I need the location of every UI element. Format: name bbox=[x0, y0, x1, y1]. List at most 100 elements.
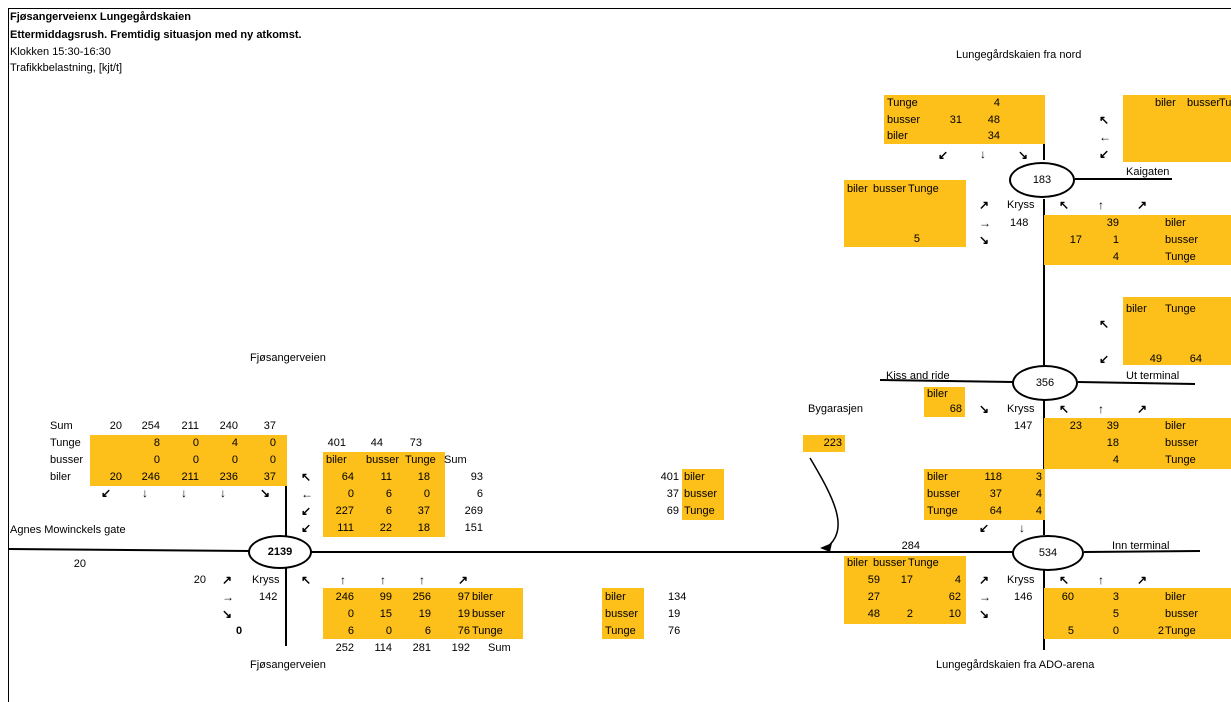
arrow-right-icon: → bbox=[222, 590, 234, 604]
j2139-sum-4: 240 bbox=[219, 420, 238, 432]
j2139-busser-2: 0 bbox=[192, 454, 199, 466]
mid-s1-label: biler bbox=[605, 591, 626, 603]
j183-nw-busser-label: busser bbox=[887, 114, 921, 126]
arrow-se-icon: ↘ bbox=[222, 607, 233, 621]
j534-se-r1-a: 60 bbox=[1061, 591, 1074, 603]
j534-ne-r1-b: 3 bbox=[1035, 471, 1042, 483]
j2139-sum-label: Sum bbox=[50, 420, 73, 432]
j183-w-box bbox=[844, 180, 966, 247]
j2139-s-r1-label: biler bbox=[472, 591, 493, 603]
j2139-e-r4-biler: 111 bbox=[337, 522, 354, 534]
street-bygarasjen: Bygarasjen bbox=[808, 403, 864, 415]
j2139-s-r2-label: busser bbox=[472, 608, 506, 620]
j356-kiss-biler-label: biler bbox=[927, 388, 948, 400]
mid-s3-label: Tunge bbox=[605, 625, 636, 637]
j534-ne-box bbox=[924, 469, 1045, 520]
j2139-e-r3-tunge: 37 bbox=[417, 505, 430, 517]
j183-se-busser-b: 1 bbox=[1112, 234, 1119, 246]
j183-se-busser-label: busser bbox=[1165, 234, 1199, 246]
j534-sw-r2-a: 27 bbox=[867, 591, 880, 603]
arrow-up-icon: ↑ bbox=[419, 573, 425, 587]
j534-sw-r1-b: 17 bbox=[900, 574, 913, 586]
j183-ne-busser-label: busser bbox=[1187, 97, 1221, 109]
j2139-busser-1: 0 bbox=[153, 454, 160, 466]
j534-se-r3-b: 0 bbox=[1112, 625, 1119, 637]
street-lungegardskaien-nord: Lungegårdskaien fra nord bbox=[956, 49, 1082, 61]
arrow-ne-icon: ↗ bbox=[1137, 573, 1148, 587]
j2139-s-r1-2: 99 bbox=[379, 591, 392, 603]
j2139-s-r1-4: 97 bbox=[457, 591, 470, 603]
mid-r2-val: 37 bbox=[666, 488, 679, 500]
j534-sw-box bbox=[844, 556, 966, 624]
mid-s2-label: busser bbox=[605, 608, 639, 620]
node-356: 356 bbox=[1012, 365, 1078, 401]
j2139-s-sum-1: 252 bbox=[335, 642, 354, 654]
j2139-e-top-2: 44 bbox=[370, 437, 383, 449]
j2139-e-r2-tunge: 0 bbox=[423, 488, 430, 500]
arrow-nw-icon: ↖ bbox=[301, 470, 312, 484]
j2139-biler-label: biler bbox=[50, 471, 71, 483]
j534-se-r1-label: biler bbox=[1165, 591, 1186, 603]
j183-w-tunge-label: Tunge bbox=[908, 183, 939, 195]
street-fjosangerveien-sor: Fjøsangerveien bbox=[250, 659, 326, 671]
bygarasjen-arrowhead bbox=[820, 543, 832, 552]
j356-se-busser-val: 18 bbox=[1106, 437, 1119, 449]
j2139-e-sum-label: Sum bbox=[444, 454, 467, 466]
j2139-e-box bbox=[323, 452, 445, 537]
arrow-sw-icon: ↙ bbox=[1099, 352, 1110, 366]
road-kiss bbox=[879, 379, 1014, 383]
frame-left-border bbox=[8, 8, 9, 702]
arrow-up-icon: ↑ bbox=[340, 573, 346, 587]
j2139-s-sum-2: 114 bbox=[374, 642, 392, 654]
street-fjosangerveien-nord: Fjøsangerveien bbox=[250, 352, 326, 364]
j356-se-a-val: 23 bbox=[1069, 420, 1082, 432]
j356-ne-tunge-val: 64 bbox=[1189, 353, 1202, 365]
j534-kryss-label: Kryss bbox=[1007, 574, 1035, 586]
j2139-s-r3-3: 6 bbox=[424, 625, 431, 637]
arrow-se-icon: ↘ bbox=[979, 402, 990, 416]
j2139-e-busser-label: busser bbox=[366, 454, 400, 466]
j356-ne-biler-val: 49 bbox=[1149, 353, 1162, 365]
j534-se-r2-b: 5 bbox=[1112, 608, 1119, 620]
j2139-e-r1-tunge: 18 bbox=[417, 471, 430, 483]
j2139-e-r4-tunge: 18 bbox=[417, 522, 430, 534]
j356-kryss-val: 147 bbox=[1014, 420, 1033, 432]
j183-nw-tunge-label: Tunge bbox=[887, 97, 918, 109]
node-534: 534 bbox=[1012, 535, 1084, 571]
bygarasjen-curve bbox=[809, 457, 839, 549]
j534-se-r3-c: 2 bbox=[1157, 625, 1164, 637]
j2139-s-sum-label: Sum bbox=[488, 642, 511, 654]
j2139-busser-label: busser bbox=[50, 454, 84, 466]
j356-ne-box bbox=[1123, 297, 1231, 365]
j2139-s-r3-label: Tunge bbox=[472, 625, 503, 637]
j534-se-r3-a: 5 bbox=[1067, 625, 1074, 637]
j534-ne-r2-label: busser bbox=[927, 488, 961, 500]
j356-se-tunge-val: 4 bbox=[1112, 454, 1119, 466]
arrow-sw-icon: ↙ bbox=[101, 486, 112, 500]
arrow-ne-icon: ↗ bbox=[222, 573, 233, 587]
j2139-busser-3: 0 bbox=[231, 454, 238, 466]
bygarasjen-box bbox=[803, 435, 845, 452]
j2139-e-r3-busser: 6 bbox=[385, 505, 392, 517]
j534-sw-r2-c: 62 bbox=[948, 591, 961, 603]
j356-se-biler-val: 39 bbox=[1106, 420, 1119, 432]
j2139-e-r4-busser: 22 bbox=[379, 522, 392, 534]
j2139-tunge-2: 0 bbox=[192, 437, 199, 449]
arrow-nw-icon: ↖ bbox=[1099, 317, 1110, 331]
arrow-sw-icon: ↙ bbox=[938, 148, 949, 162]
arrow-down-icon: ↓ bbox=[142, 486, 148, 500]
j183-se-busser-a: 17 bbox=[1069, 234, 1082, 246]
street-kiss-and-ride: Kiss and ride bbox=[886, 370, 950, 382]
j2139-tunge-1: 8 bbox=[153, 437, 160, 449]
arrow-sw-icon: ↙ bbox=[1099, 147, 1110, 161]
j2139-s-r1-1: 246 bbox=[335, 591, 354, 603]
j183-ne-biler-label: biler bbox=[1155, 97, 1176, 109]
mid-r2-label: busser bbox=[684, 488, 718, 500]
j534-sw-r1-c: 4 bbox=[954, 574, 961, 586]
j534-kryss-val: 146 bbox=[1014, 591, 1033, 603]
j183-w-biler-label: biler bbox=[847, 183, 868, 195]
arrow-se-icon: ↘ bbox=[979, 607, 990, 621]
j534-sw-r3-a: 48 bbox=[867, 608, 880, 620]
j2139-e-r1-busser: 11 bbox=[380, 471, 392, 483]
